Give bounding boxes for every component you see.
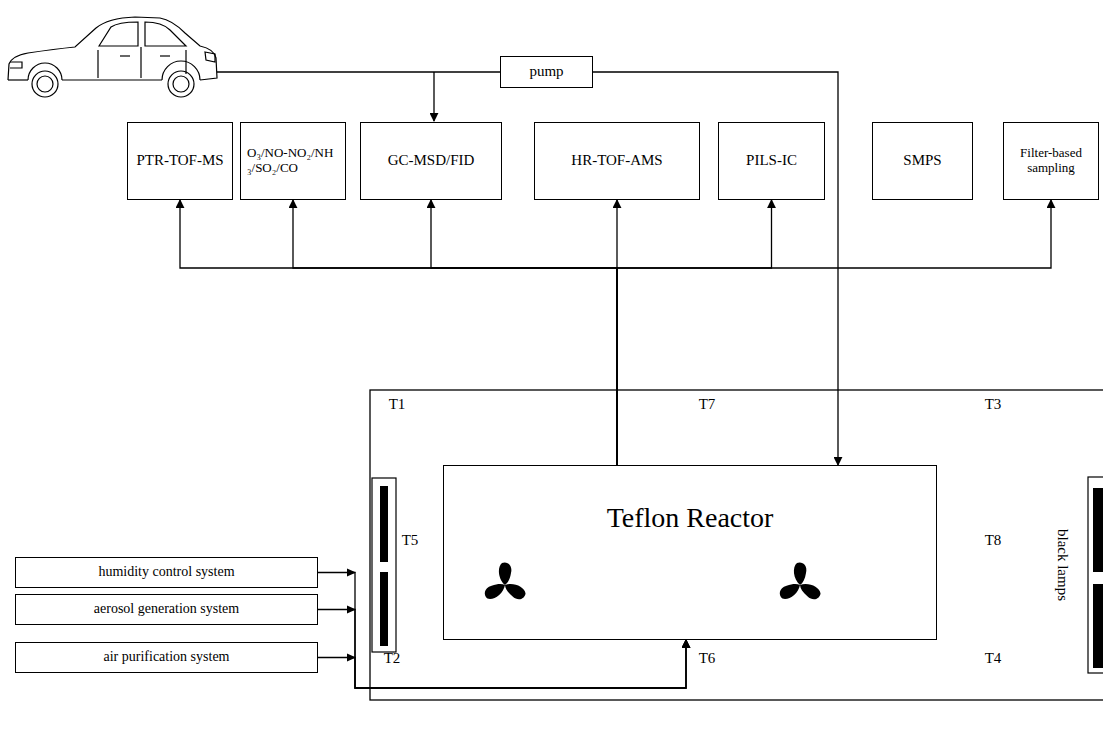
chamber-enclosure: [370, 390, 1103, 700]
box-label: GC-MSD/FID: [388, 152, 475, 169]
sensor-label: T8: [985, 532, 1002, 549]
sensor-label: T6: [699, 650, 716, 667]
car-illustration: [8, 17, 217, 97]
instrument-box: GC-MSD/FID: [360, 122, 502, 200]
flow-connector: [431, 200, 617, 465]
lamp-panel: [1088, 477, 1103, 673]
system-box: aerosol generation system: [15, 594, 318, 625]
box-label: PILS-IC: [746, 152, 797, 169]
flow-connector: [318, 610, 686, 689]
instrument-box: PTR-TOF-MS: [127, 122, 233, 200]
fan-rotor: [482, 562, 527, 601]
flow-connector: [180, 200, 617, 465]
exhaust-line: [217, 71, 500, 72]
box-label: HR-TOF-AMS: [571, 152, 662, 169]
pump-box: pump: [500, 56, 593, 88]
box-label: SMPS: [903, 152, 941, 169]
sensor-label: T4: [985, 650, 1002, 667]
reactor-box: Teflon Reactor: [443, 465, 937, 640]
lamp-label: black lamps: [1054, 529, 1071, 601]
flow-connector: [293, 200, 617, 465]
box-label: humidity control system: [98, 564, 234, 580]
system-box: air purification system: [15, 642, 318, 673]
box-label: O₃/NO-NO₂/NH₃/SO₂/CO: [247, 146, 339, 176]
flow-connector: [617, 200, 772, 465]
flow-connector: [318, 640, 686, 688]
instrument-box: O₃/NO-NO₂/NH₃/SO₂/CO: [240, 122, 346, 200]
box-label: PTR-TOF-MS: [136, 152, 223, 169]
instrument-box: PILS-IC: [718, 122, 825, 200]
sensor-label: T7: [699, 396, 716, 413]
lamp-panel: [372, 478, 396, 652]
sensor-label: T3: [985, 396, 1002, 413]
instrument-box: SMPS: [872, 122, 973, 200]
exhaust-branch: [433, 72, 434, 121]
box-label: air purification system: [104, 649, 230, 665]
box-label: aerosol generation system: [94, 601, 239, 617]
fan-rotor: [777, 562, 822, 601]
box-label: Filter-based sampling: [1004, 146, 1098, 176]
flow-connector: [318, 573, 686, 689]
instrument-box: Filter-based sampling: [1003, 122, 1099, 200]
mixing-fan: [482, 562, 822, 601]
reactor-title: Teflon Reactor: [607, 502, 774, 534]
system-box: humidity control system: [15, 557, 318, 588]
box-label: pump: [529, 63, 563, 80]
sensor-label: T1: [389, 396, 406, 413]
instrument-box: HR-TOF-AMS: [534, 122, 700, 200]
flow-connector: [617, 200, 1051, 465]
sensor-label: T5: [402, 532, 419, 549]
sensor-label: T2: [384, 650, 401, 667]
